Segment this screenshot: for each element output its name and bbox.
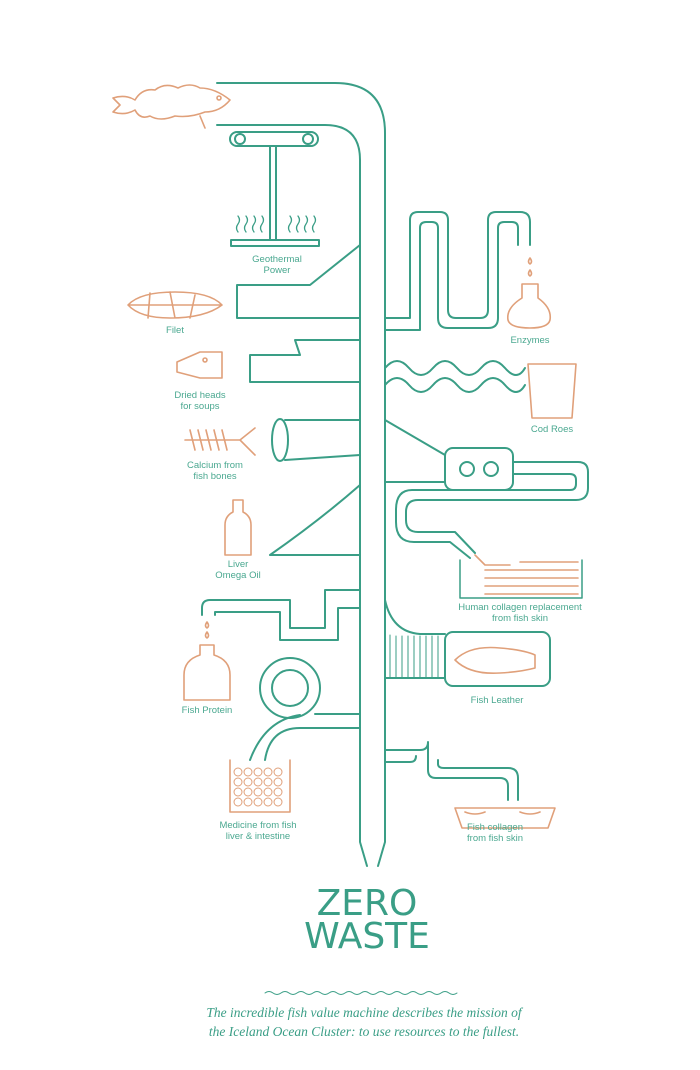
medicine-jar-icon [229, 759, 291, 813]
enzymes-pipe [384, 211, 531, 331]
oil-bottle-icon [224, 499, 252, 556]
label-dried-heads-2: for soups [180, 401, 219, 412]
fish-collagen-bowl-icon [454, 807, 556, 829]
collagen-pipe [395, 461, 589, 559]
filet-chute [236, 244, 361, 319]
label-geothermal: Geothermal [252, 254, 302, 265]
label-medicine-2: liver & intestine [226, 831, 290, 842]
leather-grid [389, 634, 439, 679]
caption-line-2: the Iceland Ocean Cluster: to use resour… [209, 1024, 519, 1039]
fish-head-icon [176, 351, 223, 379]
label-dried-heads: Dried heads [174, 390, 225, 401]
collagen-sheets-icon [474, 554, 579, 595]
protein-pipe [201, 589, 361, 641]
oil-chute [269, 484, 361, 556]
skin-machine [444, 447, 514, 491]
label-cod-roes: Cod Roes [531, 424, 573, 435]
cod-roes-cup-icon [527, 363, 577, 419]
cod-fish-icon [112, 84, 231, 129]
protein-bottle-icon [183, 621, 231, 701]
label-geothermal-2: Power [264, 265, 291, 276]
label-medicine: Medicine from fish [219, 820, 296, 831]
fish-bones-icon [184, 427, 256, 456]
medicine-pills [233, 767, 283, 807]
skin-pipe [384, 419, 446, 483]
wave-divider [264, 991, 458, 995]
roes-wave-pipe [384, 360, 526, 393]
fish-leather-icon [454, 646, 536, 675]
skin-machine-roller-right [483, 461, 499, 477]
skin-machine-roller-left [459, 461, 475, 477]
title-zero: ZERO [317, 883, 418, 924]
bones-funnel [284, 419, 361, 461]
leather-frame [444, 631, 551, 687]
label-enzymes: Enzymes [510, 335, 549, 346]
leather-pipe [384, 599, 446, 679]
geothermal-icon [229, 131, 320, 247]
main-pipe [216, 82, 386, 867]
collagen-tray [459, 559, 583, 599]
coil-outer [259, 657, 321, 719]
title-waste: WASTE [304, 916, 430, 957]
enzymes-flask-icon [506, 257, 552, 329]
funnel-mouth [271, 418, 289, 462]
heads-chute [249, 339, 361, 383]
label-fish-protein: Fish Protein [182, 705, 233, 716]
label-liver-oil: Liver [228, 559, 249, 570]
label-calcium-2: fish bones [193, 471, 237, 482]
coil-inner [271, 669, 309, 707]
medicine-pipe [249, 713, 361, 761]
label-liver-oil-2: Omega Oil [215, 570, 260, 581]
filet-icon [127, 291, 223, 319]
label-fish-collagen: Fish collagen [467, 822, 523, 833]
caption-line-1: The incredible fish value machine descri… [206, 1005, 523, 1020]
label-calcium: Calcium from [187, 460, 243, 471]
label-human-collagen: Human collagen replacement [458, 602, 582, 613]
label-human-collagen-2: from fish skin [492, 613, 548, 624]
label-fish-collagen-2: from fish skin [467, 833, 523, 844]
label-fish-leather: Fish Leather [471, 695, 524, 706]
label-filet: Filet [166, 325, 184, 336]
fish-collagen-pipe [384, 741, 519, 801]
